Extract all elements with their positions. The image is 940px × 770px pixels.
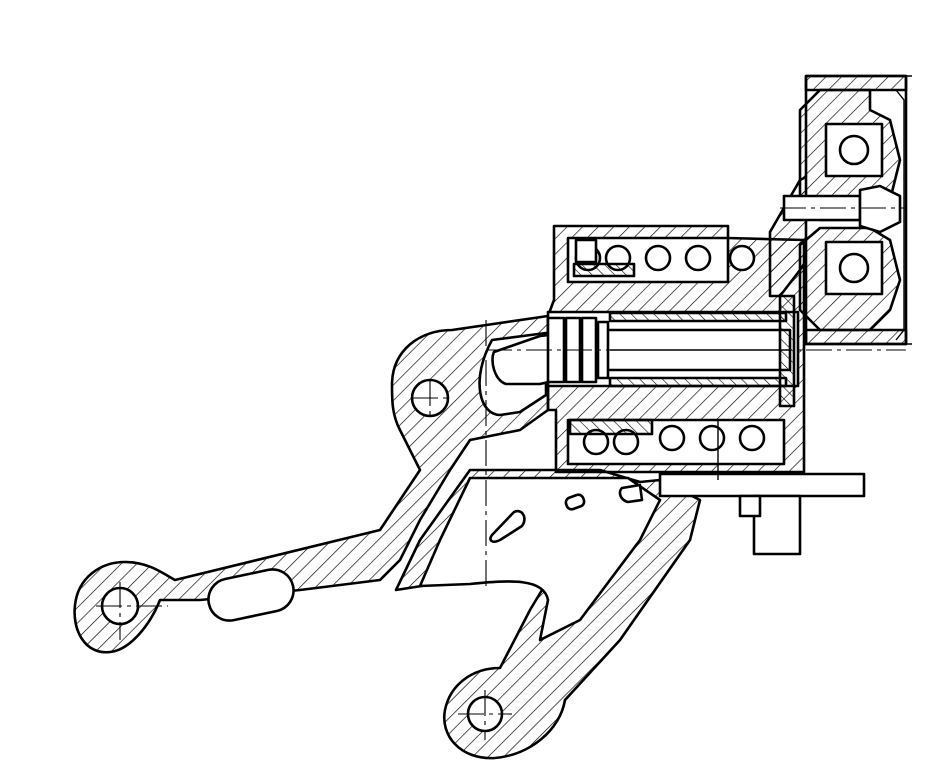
bushing [608, 311, 788, 323]
mounting-plate [658, 472, 866, 556]
pulley-assembly [768, 74, 912, 346]
notch-cutout [618, 483, 644, 504]
center-lines [96, 207, 906, 740]
small-slot [564, 493, 586, 511]
triangular-cutout [489, 509, 526, 543]
lower-spring [568, 418, 766, 456]
stop-block [752, 494, 802, 556]
bracket-arm [394, 468, 702, 760]
shaft-washer [778, 294, 796, 408]
lever-slot [207, 568, 295, 622]
upper-spring [572, 238, 756, 278]
